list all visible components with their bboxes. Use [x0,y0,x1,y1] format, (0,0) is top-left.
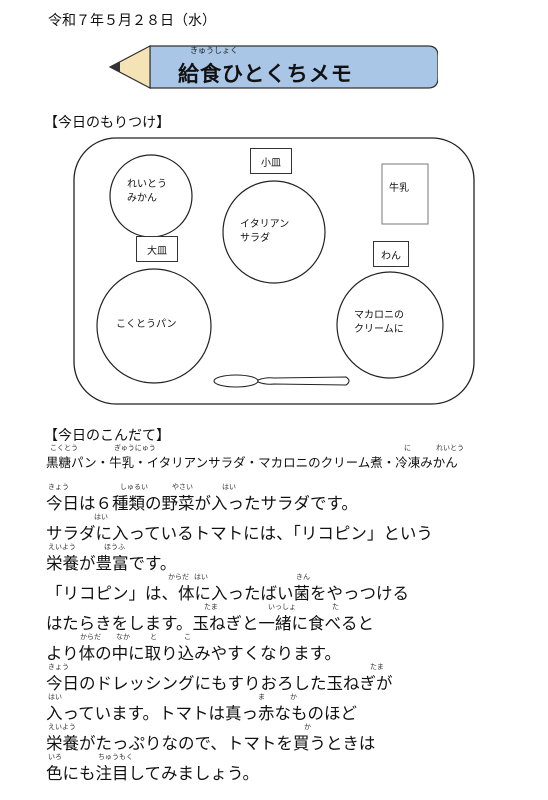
body-line-3: 「リコピン」は、体に入ったばい菌をやっつける [46,584,409,603]
plate-salad [222,180,326,284]
plate-bread [96,268,212,384]
ruby-8-1: か [304,723,311,731]
tag-large-plate: 大皿 [136,236,178,262]
ruby-3-0: からだ [168,573,189,581]
ruby-7-0: はい [48,693,62,701]
ruby-0-1: しゅるい [120,483,148,491]
menu-ruby-0: こくとう [50,444,78,452]
bowl-macaroni [336,271,444,379]
menu-ruby-3: れいとう [436,444,464,452]
tag-small-plate: 小皿 [250,148,292,174]
ruby-0-0: きょう [48,483,69,491]
ruby-8-0: えいよう [48,723,76,731]
date-text: 令和７年５月２８日（水） [48,13,216,29]
body-line-6: 今日のドレッシングにもすりおろした玉ねぎが [46,674,393,693]
ruby-3-2: きん [296,573,310,581]
page-title: 給食ひとくちメモ [178,62,353,86]
ruby-6-0: きょう [48,663,69,671]
tray-illustration [73,137,475,405]
body-line-5: より体の中に取り込みやすくなります。 [46,644,342,663]
ruby-3-1: はい [194,573,208,581]
ruby-5-1: なか [116,633,130,641]
ruby-6-1: たま [370,663,384,671]
section-heading-layout: 【今日のもりつけ】 [44,115,171,131]
body-line-7: 入っています。トマトは真っ赤なものほど [46,704,358,723]
section-heading-menu: 【今日のこんだて】 [44,428,170,444]
ruby-4-2: た [332,603,339,611]
ruby-7-1: ま [258,693,265,701]
ruby-9-0: いろ [48,753,62,761]
tag-bowl: わん [373,241,409,267]
body-line-4: はたらきをします。玉ねぎと一緒に食べると [46,614,375,633]
label-milk: 牛乳 [389,183,409,194]
label-macaroni: マカロニの クリームに [354,310,404,335]
title-ruby: きゅうしょく [190,46,238,55]
ruby-1-0: はい [94,513,108,521]
label-italian-salad: イタリアン サラダ [240,219,290,244]
ruby-2-0: えいよう [48,543,76,551]
body-line-0: 今日は６種類の野菜が入ったサラダです。 [46,494,358,513]
ruby-5-0: からだ [80,633,101,641]
spoon-handle [257,376,350,386]
ruby-4-1: いっしょ [268,603,296,611]
pencil-banner [108,45,438,89]
label-frozen-mikan: れいとう みかん [127,179,167,204]
ruby-5-2: と [150,633,157,641]
ruby-5-3: こ [184,633,191,641]
body-line-8: 栄養がたっぷりなので、トマトを買うときは [46,734,376,753]
ruby-2-1: ほうふ [104,543,125,551]
body-line-9: 色にも注目してみましょう。 [46,764,260,783]
milk-carton [381,163,429,225]
label-bread: こくとうパン [116,319,177,330]
body-line-1: サラダに入っているトマトには、「リコピン」という [46,524,433,543]
ruby-7-2: か [290,693,297,701]
ruby-9-1: ちゅうもく [98,753,133,761]
ruby-0-3: はい [222,483,236,491]
menu-ruby-1: ぎゅうにゅう [114,444,156,452]
ruby-4-0: たま [204,603,218,611]
menu-ruby-2: に [404,444,411,452]
ruby-0-2: やさい [172,483,193,491]
body-line-2: 栄養が豊富です。 [46,554,177,573]
menu-text: 黒糖パン・牛乳・イタリアンサラダ・マカロニのクリーム煮・冷凍みかん [46,455,458,470]
